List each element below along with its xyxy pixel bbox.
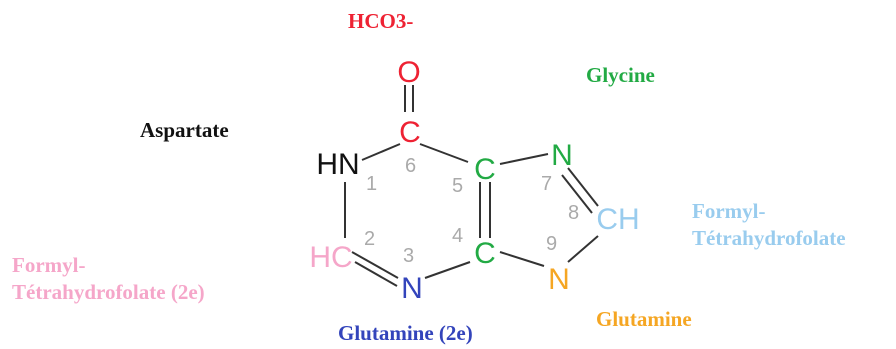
label-formyl-thf-2e-line-2: Tétrahydrofolate (2e) <box>12 280 205 305</box>
atom-c6: C <box>399 116 421 149</box>
bond-n7-c8-b <box>561 174 593 214</box>
atom-n9: N <box>548 263 570 296</box>
bond-c6-n1 <box>361 143 401 161</box>
atom-n7: N <box>551 139 573 172</box>
bond-c2-n3-a <box>351 251 399 279</box>
atom-hc2: HC <box>309 241 352 274</box>
ring-number-6: 6 <box>405 155 416 177</box>
bond-c5-n7 <box>499 153 549 165</box>
bond-n7-c8-a <box>567 167 599 207</box>
label-formyl-thf-line-2: Tétrahydrofolate <box>692 226 846 251</box>
atom-c4: C <box>474 237 496 270</box>
label-hco3: HCO3- <box>348 9 414 33</box>
atom-n3: N <box>401 272 423 305</box>
ring-number-9: 9 <box>546 233 557 255</box>
label-glycine: Glycine <box>586 63 655 87</box>
bond-c8-n9 <box>567 235 599 263</box>
bond-c6-c5 <box>419 143 469 163</box>
ring-number-2: 2 <box>364 228 375 250</box>
ring-number-8: 8 <box>568 202 579 224</box>
bond-c2-n3-b <box>354 261 398 287</box>
label-glutamine-2e: Glutamine (2e) <box>338 321 473 345</box>
ring-number-3: 3 <box>403 245 414 267</box>
atom-hn1: HN <box>316 148 359 181</box>
atom-o: O <box>397 56 420 89</box>
bond-n3-c4 <box>424 261 471 279</box>
label-formyl-thf-2e: Formyl- Tétrahydrofolate (2e) <box>12 252 205 307</box>
ring-number-4: 4 <box>452 225 463 247</box>
label-formyl-thf-2e-line-1: Formyl- <box>12 253 86 277</box>
label-formyl-thf-line-1: Formyl- <box>692 199 766 223</box>
label-formyl-thf: Formyl- Tétrahydrofolate <box>692 198 846 253</box>
bond-c4-n9 <box>499 251 545 267</box>
label-aspartate: Aspartate <box>140 118 229 142</box>
atom-ch8: CH <box>596 203 639 236</box>
label-glutamine: Glutamine <box>596 307 692 331</box>
ring-number-1: 1 <box>366 173 377 195</box>
atom-c5: C <box>474 153 496 186</box>
ring-number-5: 5 <box>452 175 463 197</box>
bonds <box>344 85 599 287</box>
ring-number-7: 7 <box>541 173 552 195</box>
